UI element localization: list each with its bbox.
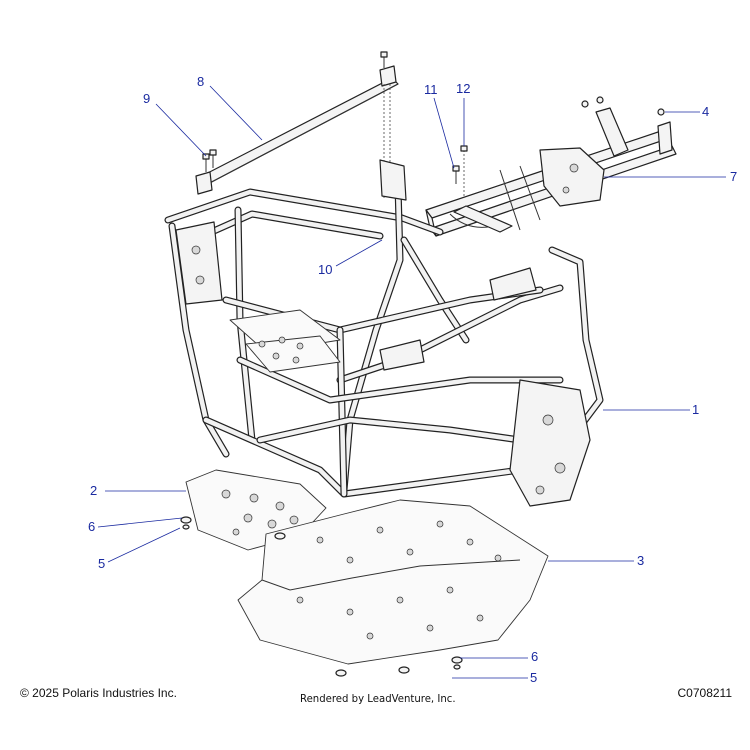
callout-2: 2: [90, 483, 97, 498]
main-frame-part-1: [164, 159, 604, 507]
fasteners-part-5-6: [180, 516, 463, 677]
bolt-part-11: [452, 165, 460, 184]
diagram-id-text: C0708211: [677, 686, 733, 700]
callout-9: 9: [143, 91, 150, 106]
callout-3: 3: [637, 553, 644, 568]
callout-5b: 5: [530, 670, 537, 685]
callout-10: 10: [318, 262, 332, 277]
callout-7: 7: [730, 169, 737, 184]
callout-12: 12: [456, 81, 470, 96]
callout-11: 11: [424, 82, 438, 97]
bolt-part-9: [202, 51, 388, 172]
callout-5a: 5: [98, 556, 105, 571]
rendered-by-text: Rendered by LeadVenture, Inc.: [300, 692, 456, 705]
callout-8: 8: [197, 74, 204, 89]
callout-6a: 6: [88, 519, 95, 534]
callout-4: 4: [702, 104, 709, 119]
skid-plate-part-3: [237, 499, 549, 665]
callout-1: 1: [692, 402, 699, 417]
rack-part-7: [425, 96, 677, 237]
copyright-text: © 2025 Polaris Industries Inc.: [20, 686, 177, 700]
bolt-part-12: [460, 145, 468, 196]
crossbar-part-8: [195, 65, 399, 200]
callout-6b: 6: [531, 649, 538, 664]
leader-lines: [97, 85, 726, 679]
